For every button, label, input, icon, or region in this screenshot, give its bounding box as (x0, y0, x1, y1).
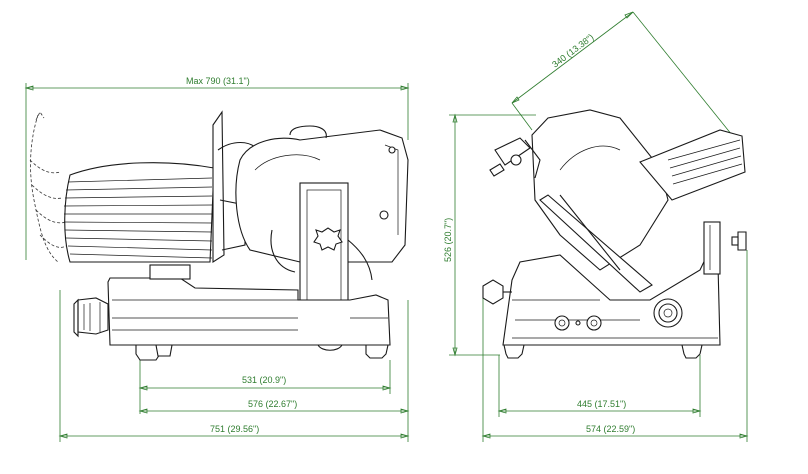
dim-531-label: 531 (20.9") (242, 375, 286, 385)
left-view-dimensions: Max 790 (31.1") 531 (20.9") 576 (22.67")… (24, 76, 410, 442)
diagonal-label: 340 (13.38") (550, 32, 595, 70)
dim-445-label: 445 (17.51") (577, 399, 626, 409)
left-machine-side-view (29, 110, 409, 361)
max-width-label: Max 790 (31.1") (186, 76, 250, 86)
dim-576-label: 576 (22.67") (248, 399, 297, 409)
dim-574-label: 574 (22.59") (586, 424, 635, 434)
dim-751-label: 751 (29.56") (210, 424, 259, 434)
height-label: 526 (20.7") (443, 218, 453, 262)
right-machine-front-view (482, 109, 747, 359)
